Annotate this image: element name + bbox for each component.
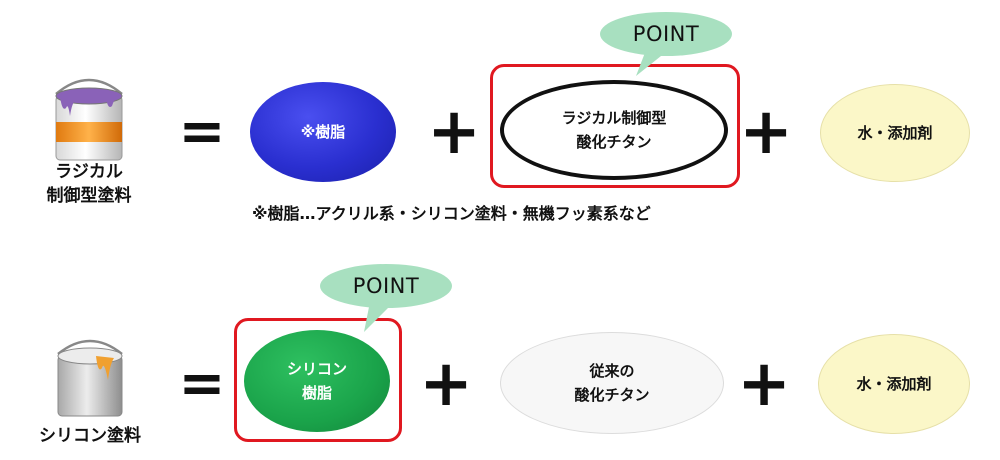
radical-titanium-label: ラジカル制御型 酸化チタン bbox=[561, 109, 667, 151]
highlight-box-1 bbox=[490, 64, 740, 188]
plus-sign-2b: + bbox=[737, 347, 791, 421]
plus-sign-1b: + bbox=[739, 95, 793, 169]
resin-ellipse-1: ※樹脂 bbox=[250, 82, 396, 182]
radical-paint-label: ラジカル 制御型塗料 bbox=[20, 160, 158, 208]
radical-paint-label-line2: 制御型塗料 bbox=[46, 186, 132, 206]
speech-bubble-icon bbox=[316, 262, 456, 334]
conventional-titanium-label: 従来の 酸化チタン bbox=[574, 362, 650, 404]
equals-sign-1: = bbox=[178, 99, 226, 164]
radical-paint-label-line1: ラジカル bbox=[55, 162, 123, 182]
highlight-box-2 bbox=[234, 318, 402, 442]
radical-titanium-ellipse: ラジカル制御型 酸化チタン bbox=[500, 80, 728, 180]
resin-footnote: ※樹脂…アクリル系・シリコン塗料・無機フッ素系など bbox=[252, 204, 651, 223]
resin-label-1: ※樹脂 bbox=[300, 123, 346, 141]
water-additive-ellipse-2: 水・添加剤 bbox=[818, 334, 970, 434]
speech-bubble-icon bbox=[596, 10, 736, 80]
radical-paint-can-icon bbox=[48, 72, 130, 164]
point-label-2: POINT bbox=[352, 274, 420, 298]
water-additive-label-1: 水・添加剤 bbox=[857, 124, 933, 142]
point-label-1: POINT bbox=[632, 22, 700, 46]
silicone-paint-label: シリコン塗料 bbox=[39, 426, 141, 446]
equals-sign-2: = bbox=[178, 351, 226, 416]
conventional-titanium-ellipse: 従来の 酸化チタン bbox=[500, 332, 724, 434]
silicone-paint-can-icon bbox=[52, 334, 128, 420]
silicone-resin-ellipse: シリコン 樹脂 bbox=[244, 330, 390, 432]
plus-sign-1a: + bbox=[427, 95, 481, 169]
plus-sign-2a: + bbox=[419, 347, 473, 421]
water-additive-label-2: 水・添加剤 bbox=[856, 375, 932, 393]
silicone-resin-label: シリコン 樹脂 bbox=[286, 360, 347, 402]
water-additive-ellipse-1: 水・添加剤 bbox=[820, 84, 970, 182]
